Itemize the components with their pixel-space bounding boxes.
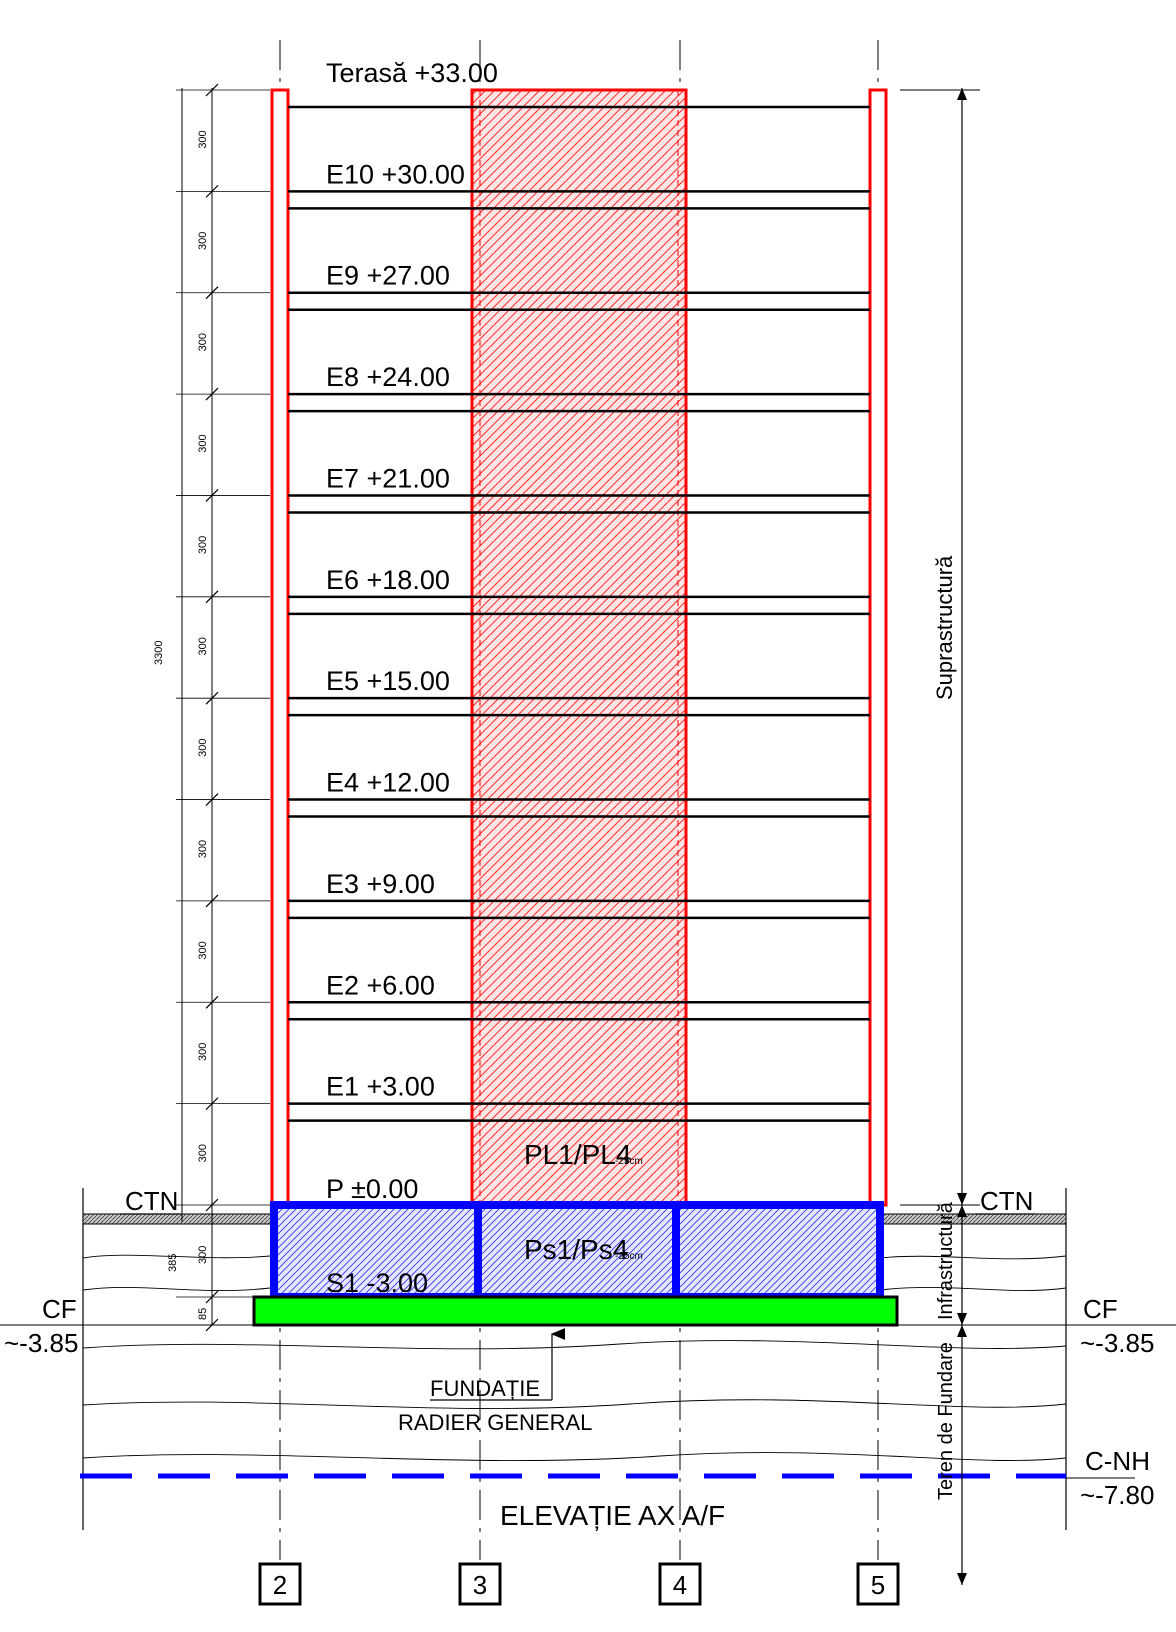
structure bbox=[270, 88, 888, 1301]
level-label: P ±0.00 bbox=[326, 1174, 418, 1204]
axis-marker-label: 5 bbox=[871, 1570, 885, 1600]
wall-pl1-pl4 bbox=[470, 88, 688, 1207]
level-label: E10 +30.00 bbox=[326, 159, 465, 189]
level-label: Terasă +33.00 bbox=[326, 58, 498, 88]
ctn-left-label: CTN bbox=[125, 1186, 178, 1216]
dim-story: 300 bbox=[197, 536, 209, 554]
dim-story: 300 bbox=[197, 333, 209, 351]
cf-right-label: CF bbox=[1083, 1294, 1118, 1324]
level-label: E1 +3.00 bbox=[326, 1072, 435, 1102]
cf-left-label: CF bbox=[42, 1294, 77, 1324]
drawing-title: ELEVAȚIE AX A/F bbox=[500, 1500, 725, 1531]
axis-marker-label: 2 bbox=[273, 1570, 287, 1600]
dim-story: 300 bbox=[197, 637, 209, 655]
dim-story: 300 bbox=[197, 232, 209, 250]
level-label: E6 +18.00 bbox=[326, 565, 450, 595]
wall-label-upper-sub: -25cm bbox=[615, 1156, 643, 1167]
foundation-label-2: RADIER GENERAL bbox=[398, 1410, 592, 1435]
dim-raft: 85 bbox=[197, 1308, 209, 1320]
level-label: E9 +27.00 bbox=[326, 261, 450, 291]
axis-marker-2 bbox=[258, 1562, 302, 1606]
level-label: E2 +6.00 bbox=[326, 970, 435, 1000]
dim-story: 300 bbox=[197, 434, 209, 452]
level-label: E4 +12.00 bbox=[326, 768, 450, 798]
wall-label-lower: Ps1/Ps4 bbox=[524, 1234, 628, 1265]
infrastructure-box bbox=[270, 1201, 884, 1301]
level-label: E3 +9.00 bbox=[326, 869, 435, 899]
zone-super-label: Suprastructură bbox=[932, 555, 957, 700]
level-label: E8 +24.00 bbox=[326, 362, 450, 392]
column-right bbox=[868, 88, 888, 1207]
dim-story: 300 bbox=[197, 840, 209, 858]
dim-story: 300 bbox=[197, 1144, 209, 1162]
cnh-value: ~-7.80 bbox=[1080, 1480, 1154, 1510]
dim-story: 300 bbox=[197, 1043, 209, 1061]
foundation-label-1: FUNDAȚIE bbox=[430, 1376, 540, 1401]
wall-label-upper: PL1/PL4 bbox=[524, 1139, 631, 1170]
dim-story: 300 bbox=[197, 130, 209, 148]
level-label: E5 +15.00 bbox=[326, 666, 450, 696]
dim-basement: 385 bbox=[167, 1254, 179, 1272]
level-label: E7 +21.00 bbox=[326, 463, 450, 493]
cf-left-value: ~-3.85 bbox=[4, 1328, 78, 1358]
axis-marker-3 bbox=[458, 1562, 502, 1606]
axis-marker-label: 3 bbox=[473, 1570, 487, 1600]
axis-markers: 2 3 4 5 bbox=[258, 1562, 900, 1606]
column-left bbox=[270, 88, 290, 1207]
foundation-raft bbox=[252, 1295, 899, 1327]
cnh-label: C-NH bbox=[1085, 1446, 1150, 1476]
cf-right-value: ~-3.85 bbox=[1080, 1328, 1154, 1358]
axis-marker-label: 4 bbox=[673, 1570, 687, 1600]
wall-label-lower-sub: -25cm bbox=[615, 1251, 643, 1262]
axis-marker-4 bbox=[658, 1562, 702, 1606]
dim-basement-story: 300 bbox=[197, 1246, 209, 1264]
zone-dimension bbox=[900, 88, 980, 1585]
dim-story: 300 bbox=[197, 739, 209, 757]
dimension-chain: 300 300 300 300 300 300 300 300 300 300 300 300 85 38… bbox=[153, 83, 270, 1332]
dim-total: 3300 bbox=[153, 641, 165, 665]
dim-story: 300 bbox=[197, 941, 209, 959]
zone-soil-label: Teren de Fundare bbox=[935, 1342, 957, 1500]
ctn-right-label: CTN bbox=[980, 1186, 1033, 1216]
zone-infra-label: Infrastructură bbox=[935, 1201, 957, 1320]
axis-marker-5 bbox=[856, 1562, 900, 1606]
level-label: S1 -3.00 bbox=[326, 1268, 428, 1298]
